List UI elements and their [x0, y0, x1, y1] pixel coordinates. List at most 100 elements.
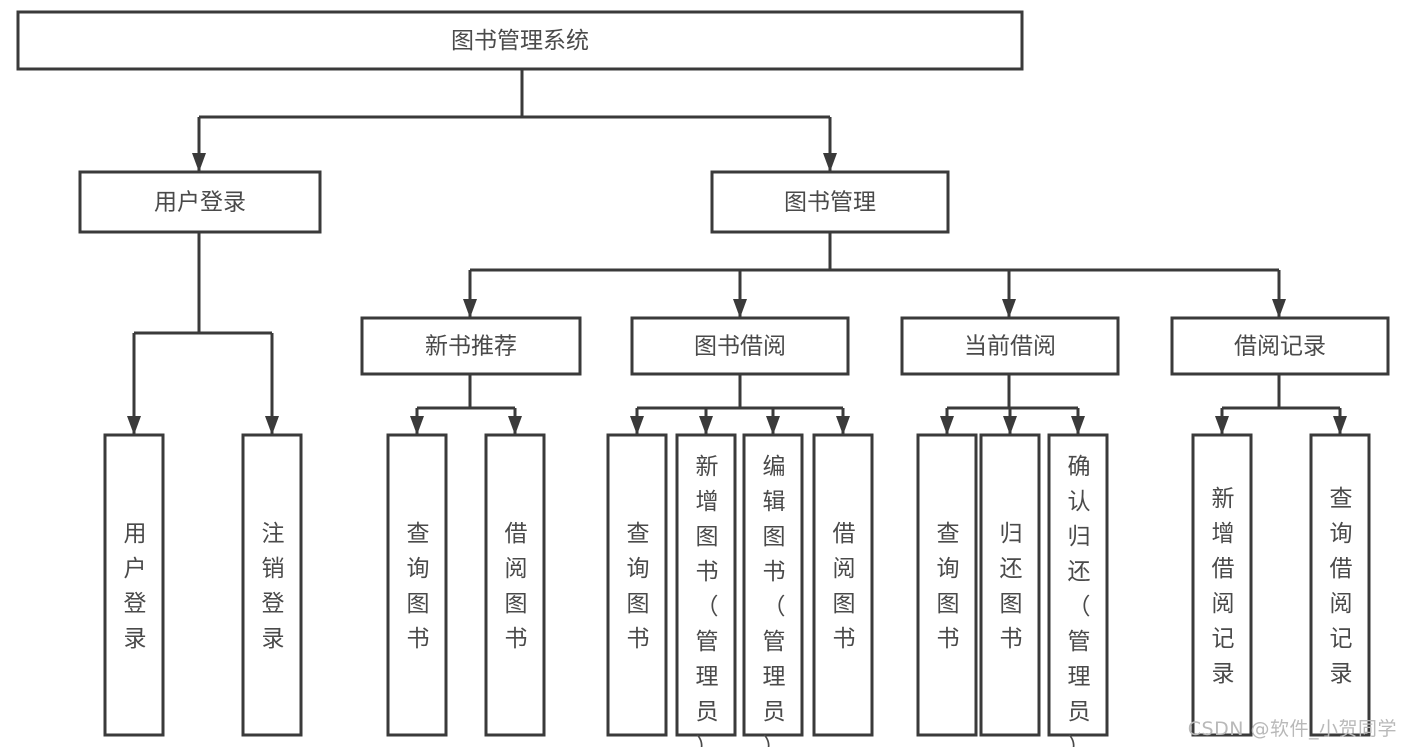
node-label-new-book-recommend: 新书推荐 [425, 334, 517, 360]
arrow-down-icon-group3-0 [1215, 416, 1229, 435]
node-label-leaf-user-logout-char-3: 录 [262, 626, 285, 652]
node-label-leaf-borrow-book-1-char-3: 书 [505, 626, 528, 652]
arrow-down-icon-group0-1 [508, 416, 522, 435]
node-label-leaf-add-record-char-3: 阅 [1212, 591, 1235, 617]
node-label-leaf-add-book-char-5: 管 [696, 629, 719, 655]
node-label-leaf-borrow-book-1-char-2: 图 [505, 591, 528, 617]
node-label-leaf-return-book-char-2: 图 [1000, 591, 1023, 617]
node-label-leaf-confirm-return-char-0: 确 [1068, 454, 1091, 480]
node-user-login[interactable]: 用户登录 [78, 170, 322, 234]
node-label-leaf-query-record-char-4: 记 [1330, 626, 1353, 652]
node-label-leaf-query-book-1-char-0: 查 [407, 521, 430, 547]
node-leaf-query-book-2[interactable]: 查询图书查询图书 [606, 433, 668, 737]
node-label-borrow-record: 借阅记录 [1234, 334, 1326, 360]
node-label-leaf-edit-book-char-3: 书 [763, 559, 786, 585]
node-book-manage[interactable]: 图书管理 [710, 170, 950, 234]
node-leaf-return-book[interactable]: 归还图书归还图书 [979, 433, 1041, 737]
node-leaf-query-book-3[interactable]: 查询图书查询图书 [916, 433, 978, 737]
node-borrow-record[interactable]: 借阅记录 [1170, 316, 1390, 376]
node-label-leaf-edit-book-char-8: ） [763, 734, 786, 747]
node-label-leaf-borrow-book-2-char-2: 图 [833, 591, 856, 617]
node-root[interactable]: 图书管理系统 [16, 10, 1024, 71]
node-current-borrow[interactable]: 当前借阅 [900, 316, 1120, 376]
node-label-leaf-return-book-char-3: 书 [1000, 626, 1023, 652]
node-box-leaf-user-login [103, 433, 165, 737]
node-box-leaf-query-book-2 [606, 433, 668, 737]
node-box-leaf-add-book [675, 433, 737, 737]
node-label-leaf-query-book-1-char-2: 图 [407, 591, 430, 617]
node-label-leaf-user-login-char-0: 用 [124, 521, 147, 547]
node-label-leaf-edit-book-char-5: 管 [763, 629, 786, 655]
arrow-down-icon-bookmanage-0 [463, 299, 477, 318]
node-label-leaf-add-book-char-2: 图 [696, 524, 719, 550]
node-box-leaf-query-book-3 [916, 433, 978, 737]
node-label-leaf-query-book-1-char-1: 询 [407, 556, 430, 582]
node-box-current-borrow [900, 316, 1120, 376]
node-box-root [16, 10, 1024, 71]
node-label-leaf-user-logout-char-0: 注 [262, 521, 285, 547]
node-label-leaf-confirm-return-char-6: 理 [1068, 664, 1091, 690]
node-label-book-borrow: 图书借阅 [694, 334, 786, 360]
node-label-leaf-add-record-char-5: 录 [1212, 661, 1235, 687]
node-label-leaf-confirm-return-char-7: 员 [1068, 699, 1091, 725]
node-label-leaf-add-book-char-8: ） [696, 734, 719, 747]
node-book-borrow[interactable]: 图书借阅 [630, 316, 850, 376]
node-box-leaf-query-book-1 [386, 433, 448, 737]
boxes-layer: 图书管理系统用户登录图书管理新书推荐图书借阅当前借阅借阅记录用户登录用户登录注销… [16, 10, 1390, 747]
node-label-leaf-confirm-return-char-1: 认 [1068, 489, 1091, 515]
arrow-down-icon-group0-0 [410, 416, 424, 435]
node-leaf-user-login[interactable]: 用户登录用户登录 [103, 433, 165, 737]
arrow-down-icon-root-0 [192, 153, 206, 172]
node-leaf-borrow-book-2[interactable]: 借阅图书借阅图书 [812, 433, 874, 737]
node-label-leaf-user-logout-char-2: 登 [262, 591, 285, 617]
node-label-leaf-confirm-return-char-8: ） [1068, 734, 1091, 747]
node-label-leaf-query-record-char-1: 询 [1330, 521, 1353, 547]
arrow-down-icon-group2-0 [940, 416, 954, 435]
node-box-new-book-recommend [360, 316, 582, 376]
node-leaf-add-record[interactable]: 新增借阅记录新增借阅记录 [1191, 433, 1253, 737]
node-label-leaf-query-book-2-char-0: 查 [627, 521, 650, 547]
node-leaf-borrow-book-1[interactable]: 借阅图书借阅图书 [484, 433, 546, 737]
node-label-leaf-add-record-char-4: 记 [1212, 626, 1235, 652]
node-leaf-query-record[interactable]: 查询借阅记录查询借阅记录 [1309, 433, 1371, 737]
arrow-down-icon-group1-2 [766, 416, 780, 435]
node-label-leaf-add-book-char-3: 书 [696, 559, 719, 585]
node-label-leaf-query-book-1-char-3: 书 [407, 626, 430, 652]
node-label-leaf-query-book-3-char-3: 书 [937, 626, 960, 652]
node-label-leaf-add-book-char-0: 新 [696, 454, 719, 480]
node-label-leaf-borrow-book-1-char-0: 借 [505, 521, 528, 547]
node-label-leaf-add-record-char-1: 增 [1212, 521, 1235, 547]
node-leaf-user-logout[interactable]: 注销登录注销登录 [241, 433, 303, 737]
node-new-book-recommend[interactable]: 新书推荐 [360, 316, 582, 376]
connectors-layer [127, 69, 1347, 435]
node-label-leaf-query-record-char-2: 借 [1330, 556, 1353, 582]
arrow-down-icon-bookmanage-1 [733, 299, 747, 318]
node-box-user-login [78, 170, 322, 234]
node-leaf-query-book-1[interactable]: 查询图书查询图书 [386, 433, 448, 737]
node-label-leaf-add-record-char-2: 借 [1212, 556, 1235, 582]
node-label-leaf-user-login-char-3: 录 [124, 626, 147, 652]
node-box-leaf-borrow-book-2 [812, 433, 874, 737]
arrow-down-icon-group2-2 [1071, 416, 1085, 435]
node-label-root: 图书管理系统 [451, 28, 589, 54]
node-label-leaf-confirm-return-char-4: （ [1068, 594, 1091, 620]
arrow-down-icon-group1-3 [836, 416, 850, 435]
node-label-leaf-user-login-char-1: 户 [124, 556, 147, 582]
node-label-leaf-edit-book-char-1: 辑 [763, 489, 786, 515]
node-label-leaf-borrow-book-1-char-1: 阅 [505, 556, 528, 582]
node-box-leaf-user-logout [241, 433, 303, 737]
node-box-borrow-record [1170, 316, 1390, 376]
node-box-leaf-confirm-return [1047, 433, 1109, 737]
node-label-leaf-confirm-return-char-2: 归 [1068, 524, 1091, 550]
node-label-leaf-query-record-char-5: 录 [1330, 661, 1353, 687]
arrow-down-icon-root-1 [823, 153, 837, 172]
node-label-leaf-query-record-char-3: 阅 [1330, 591, 1353, 617]
node-label-leaf-return-book-char-1: 还 [1000, 556, 1023, 582]
arrow-down-icon-userlogin-1 [265, 416, 279, 435]
csdn-watermark: CSDN @软件_小贺同学 [1187, 718, 1397, 740]
node-label-leaf-add-book-char-4: （ [696, 594, 719, 620]
